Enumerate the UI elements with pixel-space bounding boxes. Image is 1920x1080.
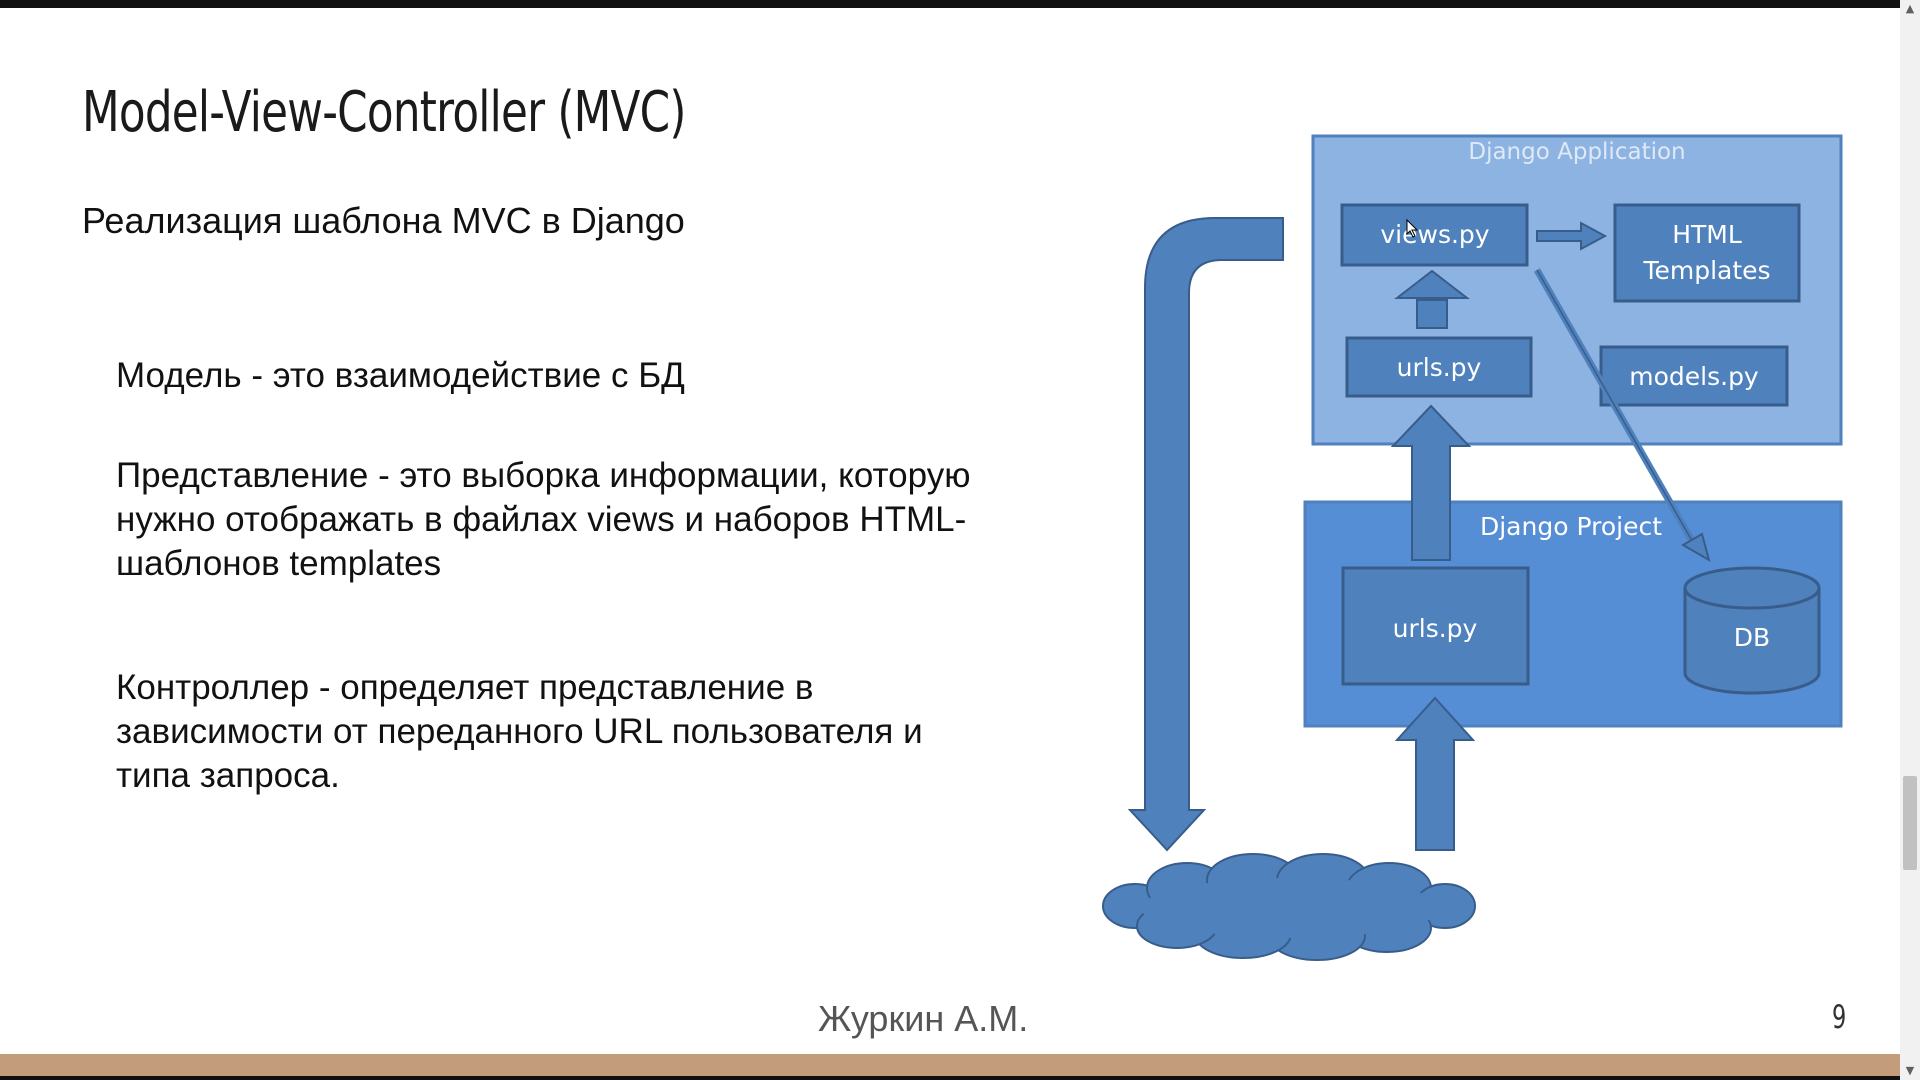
controller-description: Контроллер - определяет представление в … [116, 668, 923, 795]
django-mvc-diagram: Django Application Django Project views.… [1102, 134, 1843, 961]
slide-title: Model-View-Controller (MVC) [82, 80, 686, 145]
scroll-down-icon[interactable]: ▼ [1905, 1064, 1915, 1077]
client-cloud [1102, 853, 1476, 961]
django-project-label: Django Project [1480, 512, 1662, 541]
html-templates-box [1613, 203, 1801, 303]
mouse-cursor-icon [1406, 218, 1419, 238]
html-templates-label-line2: Templates [1642, 256, 1770, 285]
database-cylinder [1683, 566, 1821, 695]
models-py-label: models.py [1629, 362, 1759, 391]
view-description: Представление - это выборка информации, … [116, 456, 971, 583]
views-to-db-arrowhead [1681, 532, 1711, 563]
views-to-templates-arrow [1536, 221, 1608, 251]
views-py-label: views.py [1380, 220, 1489, 249]
viewer-bottom-edge [0, 1076, 1900, 1080]
scroll-up-icon[interactable]: ▲ [1905, 2, 1915, 15]
db-label: DB [1734, 623, 1770, 652]
viewer-top-bar [0, 0, 1920, 8]
project-to-app-urls-arrow [1390, 404, 1472, 561]
slide-page-number: 9 [1832, 998, 1847, 1036]
project-urls-py-label: urls.py [1393, 614, 1478, 643]
scrollbar-thumb[interactable] [1903, 776, 1917, 870]
vertical-scrollbar[interactable]: ▲ ▼ [1900, 0, 1920, 1080]
app-urls-py-label: urls.py [1397, 353, 1482, 382]
slide-bottom-bar [0, 1054, 1900, 1076]
return-flow-arrow [1127, 217, 1284, 852]
app-urls-py-box [1345, 336, 1533, 398]
views-py-box [1340, 203, 1529, 267]
html-templates-label-line1: HTML [1672, 220, 1742, 249]
django-application-label: Django Application [1468, 139, 1685, 165]
slide-author: Журкин А.М. [818, 998, 1029, 1039]
model-description: Модель - это взаимодействие с БД [116, 356, 685, 395]
project-urls-py-box [1341, 566, 1530, 686]
request-to-project-arrow [1394, 696, 1476, 851]
slide: Model-View-Controller (MVC) Реализация ш… [0, 8, 1900, 1056]
slide-subtitle: Реализация шаблона MVC в Django [82, 200, 685, 241]
